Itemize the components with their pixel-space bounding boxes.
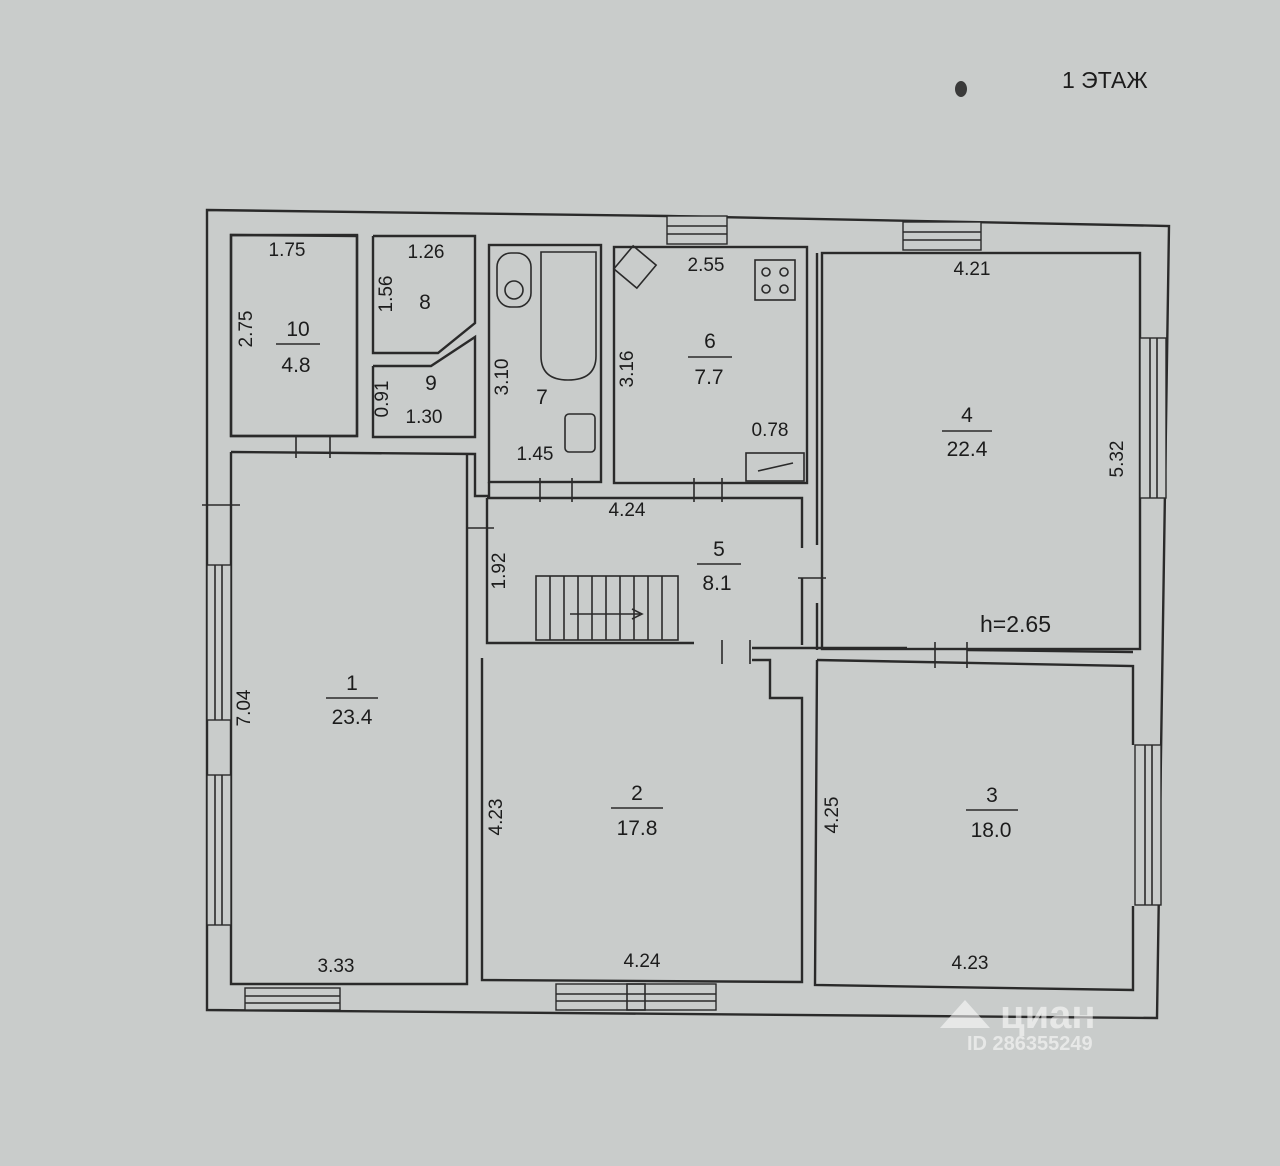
svg-text:4.25: 4.25 (822, 797, 843, 834)
svg-text:4.23: 4.23 (952, 953, 989, 974)
svg-text:4.21: 4.21 (954, 259, 991, 280)
svg-text:1.92: 1.92 (489, 553, 510, 590)
room-1-label: 1 23.4 (326, 672, 378, 729)
svg-text:3.10: 3.10 (492, 359, 513, 396)
kitchen-sink-icon (745, 452, 805, 482)
svg-text:4.8: 4.8 (281, 354, 310, 377)
svg-text:ID 286355249: ID 286355249 (967, 1033, 1093, 1055)
svg-text:3: 3 (986, 784, 998, 807)
svg-text:2.55: 2.55 (688, 255, 725, 276)
svg-text:4: 4 (961, 404, 973, 427)
svg-text:1.26: 1.26 (408, 242, 445, 263)
room-9-label: 9 (425, 372, 437, 395)
svg-text:17.8: 17.8 (617, 817, 658, 840)
svg-text:2: 2 (631, 782, 643, 805)
svg-text:6: 6 (704, 330, 716, 353)
svg-text:18.0: 18.0 (971, 819, 1012, 842)
cian-logo-icon (940, 1000, 990, 1028)
floor-title: 1 ЭТАЖ (1062, 67, 1148, 93)
ceiling-height: h=2.65 (980, 611, 1051, 637)
svg-text:4.24: 4.24 (624, 951, 661, 972)
doors (202, 436, 968, 668)
svg-text:4.24: 4.24 (609, 500, 646, 521)
svg-text:23.4: 23.4 (332, 706, 373, 729)
svg-text:3.33: 3.33 (318, 956, 355, 977)
ink-dot (955, 81, 967, 97)
boiler-icon (612, 244, 658, 290)
svg-text:10: 10 (286, 318, 309, 341)
svg-text:1.56: 1.56 (376, 276, 397, 313)
svg-text:1.75: 1.75 (269, 240, 306, 261)
sink-icon (564, 413, 596, 453)
svg-text:0.78: 0.78 (752, 420, 789, 441)
service-rooms (229, 233, 1142, 651)
room-10-label: 10 4.8 (276, 318, 320, 377)
stove-icon (754, 259, 796, 301)
room-5-label: 5 8.1 (697, 538, 741, 595)
room-2-label: 2 17.8 (611, 782, 663, 840)
windows (206, 215, 1167, 1011)
svg-text:1.30: 1.30 (406, 407, 443, 428)
svg-text:3.16: 3.16 (617, 351, 638, 388)
dimension-labels: 1.75 2.75 1.26 1.56 1.30 0.91 3.10 1.45 … (234, 240, 1128, 977)
svg-text:2.75: 2.75 (236, 311, 257, 348)
fixtures (496, 244, 805, 641)
room-7-label: 7 (536, 386, 548, 409)
svg-text:22.4: 22.4 (947, 438, 988, 461)
svg-text:циан: циан (1000, 993, 1096, 1037)
staircase-icon (535, 575, 679, 641)
svg-text:7.04: 7.04 (234, 689, 255, 726)
toilet-icon (496, 252, 532, 308)
watermark: циан ID 286355249 (940, 993, 1096, 1055)
svg-text:5: 5 (713, 538, 725, 561)
bathtub-icon (540, 251, 597, 381)
room-3-label: 3 18.0 (966, 784, 1018, 842)
svg-text:1.45: 1.45 (517, 444, 554, 465)
svg-text:1: 1 (346, 672, 358, 695)
room-4-label: 4 22.4 (942, 404, 992, 461)
room-8-label: 8 (419, 291, 431, 314)
svg-text:4.23: 4.23 (486, 799, 507, 836)
svg-text:5.32: 5.32 (1107, 441, 1128, 478)
svg-text:8.1: 8.1 (702, 572, 731, 595)
svg-text:7.7: 7.7 (694, 366, 723, 389)
room-labels: 10 4.8 8 9 7 6 7.7 4 22.4 5 8.1 1 23.4 2 (276, 291, 1051, 842)
svg-text:0.91: 0.91 (372, 381, 393, 418)
room-6-label: 6 7.7 (688, 330, 732, 389)
